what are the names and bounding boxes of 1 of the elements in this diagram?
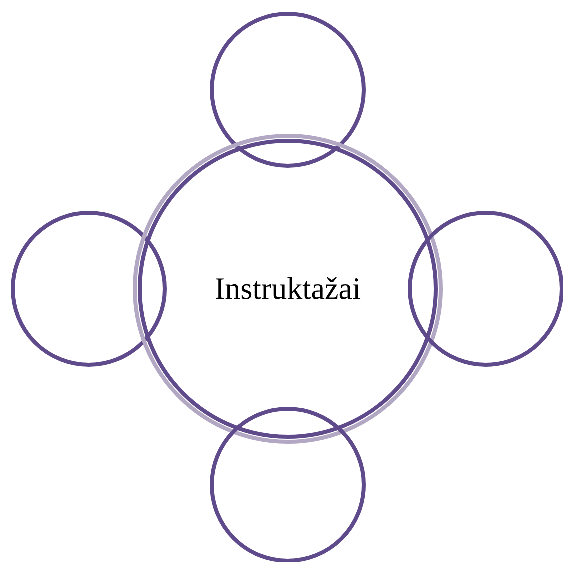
center-label: Instruktažai [214,271,362,307]
